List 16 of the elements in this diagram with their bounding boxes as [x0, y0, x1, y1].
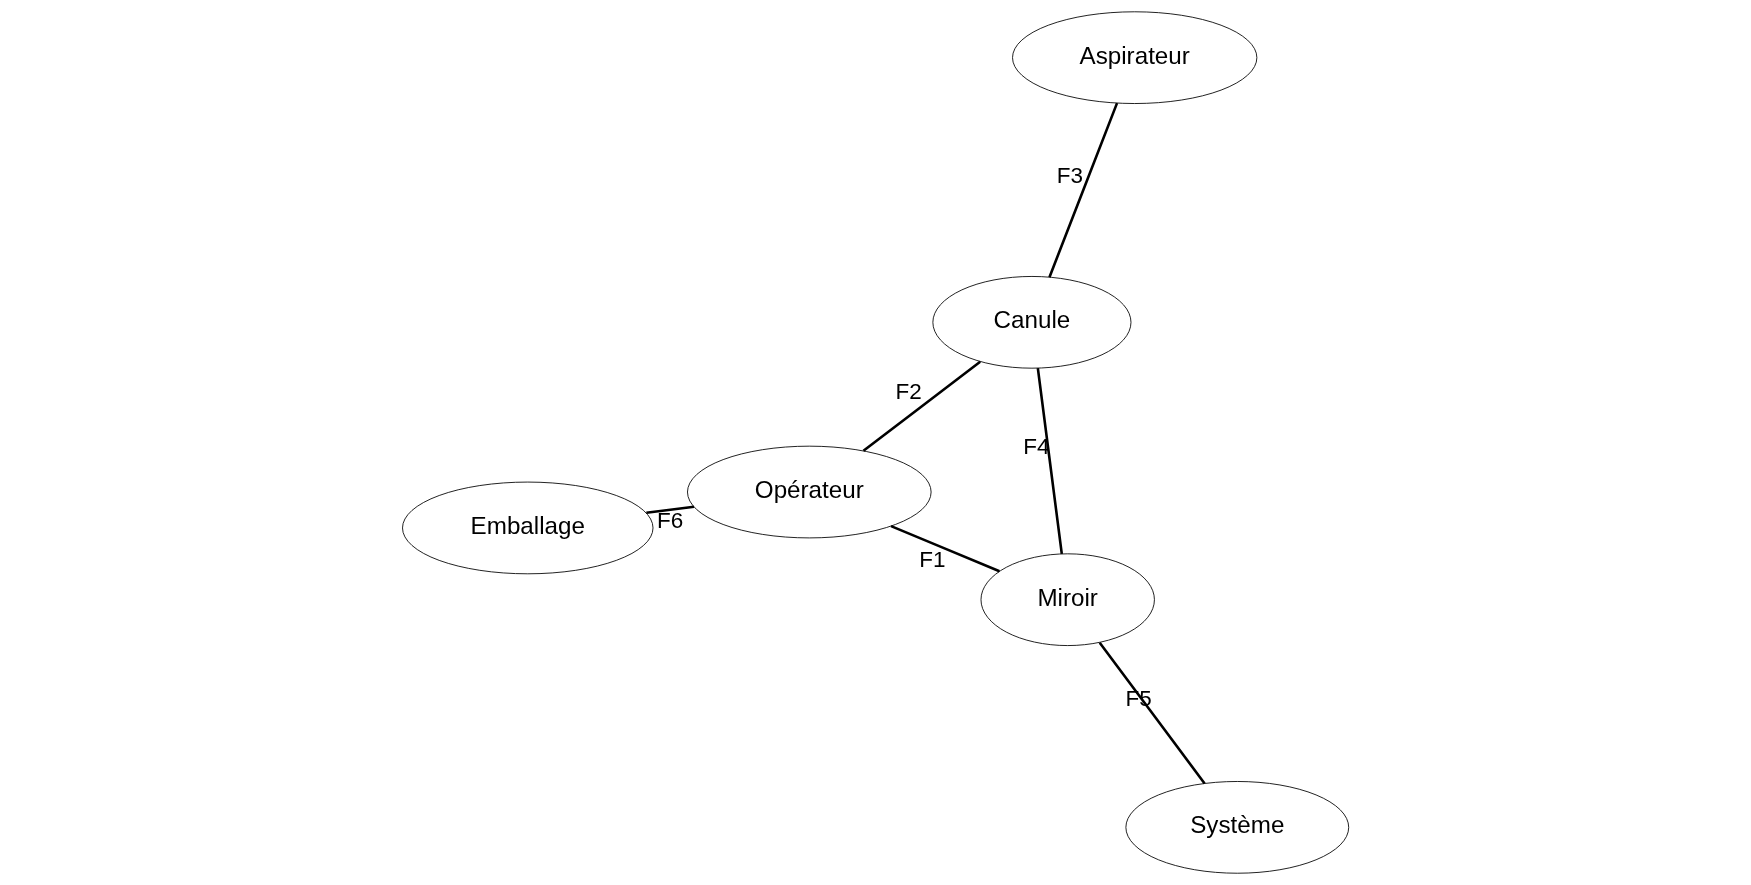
connector [1048, 102, 1119, 278]
node-ellipse: Aspirateur [1012, 11, 1258, 104]
node-ellipse: Canule [932, 276, 1132, 369]
connector [646, 505, 695, 515]
connector [1098, 641, 1206, 785]
connector [1036, 368, 1064, 555]
node-ellipse: Système [1125, 781, 1350, 874]
edge-label: F1 [919, 546, 946, 572]
node-ellipse: Opérateur [687, 445, 932, 539]
edge-label: F6 [657, 507, 684, 533]
edge-label: F3 [1056, 163, 1083, 189]
connector [862, 360, 981, 452]
connector [890, 524, 1000, 573]
node-ellipse: Miroir [980, 553, 1155, 646]
node-ellipse: Emballage [402, 481, 654, 575]
edge-label: F2 [895, 379, 922, 405]
